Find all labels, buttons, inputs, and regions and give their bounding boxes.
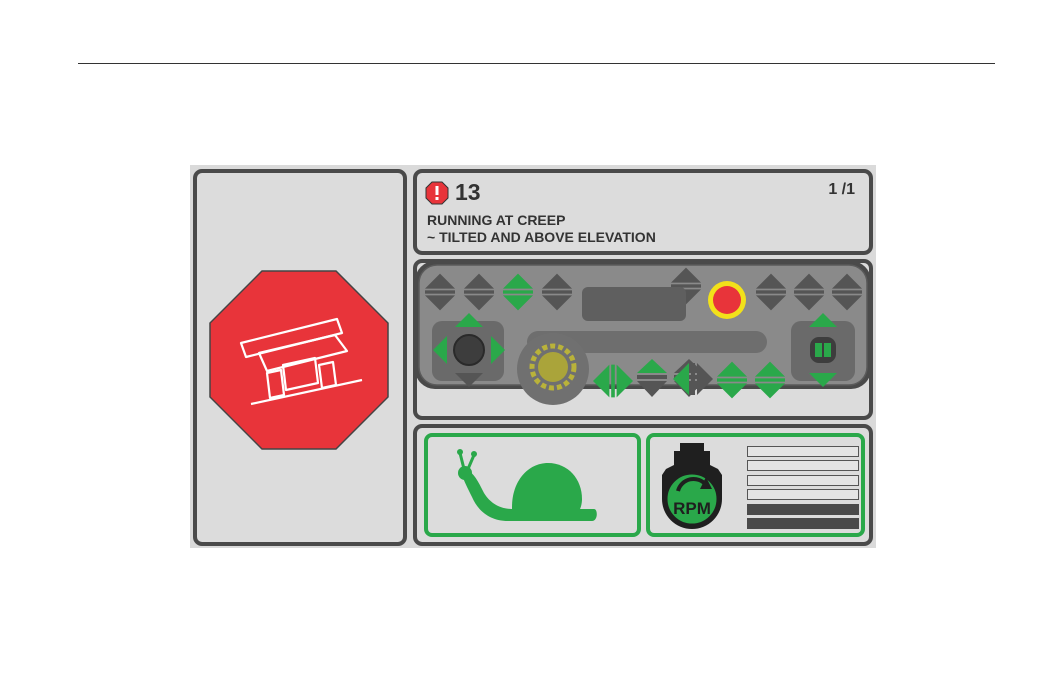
engine-rpm-tile: RPM xyxy=(646,433,865,537)
rpm-level-bar-5 xyxy=(747,460,859,471)
control-console-diagram xyxy=(417,263,869,416)
rpm-level-bar-1 xyxy=(747,518,859,529)
tilt-alarm-panel xyxy=(193,169,407,546)
tilt-alarm-stop-icon xyxy=(197,173,403,542)
alarm-exclamation-icon xyxy=(425,181,449,205)
page-indicator: 1 /1 xyxy=(828,181,855,199)
top-divider xyxy=(78,63,995,64)
alarm-message-line-1: RUNNING AT CREEP xyxy=(427,212,565,228)
creep-mode-tile xyxy=(424,433,641,537)
rpm-level-bar-3 xyxy=(747,489,859,500)
rpm-level-bar-2 xyxy=(747,504,859,515)
engine-rpm-icon: RPM xyxy=(656,441,728,531)
status-tiles-panel: RPM xyxy=(413,424,873,546)
machine-display: 13 1 /1 RUNNING AT CREEP ~ TILTED AND AB… xyxy=(190,165,876,548)
rpm-level-bar-6 xyxy=(747,446,859,457)
rpm-level-bar-4 xyxy=(747,475,859,486)
alarm-code: 13 xyxy=(455,179,481,206)
alarm-message-panel: 13 1 /1 RUNNING AT CREEP ~ TILTED AND AB… xyxy=(413,169,873,255)
creep-speed-snail-icon xyxy=(428,437,637,533)
alarm-message-line-2: ~ TILTED AND ABOVE ELEVATION xyxy=(427,229,656,245)
rpm-label: RPM xyxy=(673,499,711,518)
control-panel-diagram xyxy=(413,259,873,420)
